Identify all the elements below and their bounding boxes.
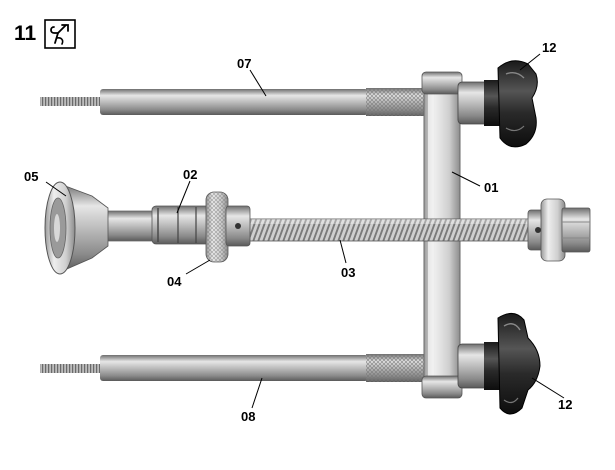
spindle-hex-end [527,198,591,262]
upper-guide-rod [40,88,432,116]
callout-07: 07 [237,56,251,71]
lower-guide-rod [40,354,432,382]
leader-07 [249,69,267,97]
thrust-cup [44,181,109,275]
callout-12-lower: 12 [558,397,572,412]
lower-star-knob [457,313,541,415]
callout-08: 08 [241,409,255,424]
callout-03: 03 [341,265,355,280]
leader-12-lower [531,377,565,399]
collet-sleeve [99,205,211,245]
leader-04 [185,259,211,275]
callout-12-upper: 12 [542,40,556,55]
callout-05: 05 [24,169,38,184]
knurled-nut [205,191,251,263]
callout-04: 04 [167,274,182,289]
callout-02: 02 [183,167,197,182]
callout-01: 01 [484,180,498,195]
leader-lines [45,53,565,409]
special-tool-icon [44,19,76,49]
upper-star-knob [457,60,538,148]
leader-08 [251,377,263,409]
threaded-spindle [247,218,549,242]
leader-01 [451,171,481,187]
figure-number: 11 [14,22,37,45]
leader-12-upper [519,53,541,71]
leader-05 [45,181,67,197]
callout-labels: 07 12 05 02 01 04 03 08 12 [24,40,572,424]
leader-03 [339,239,347,264]
leader-02 [176,180,191,214]
